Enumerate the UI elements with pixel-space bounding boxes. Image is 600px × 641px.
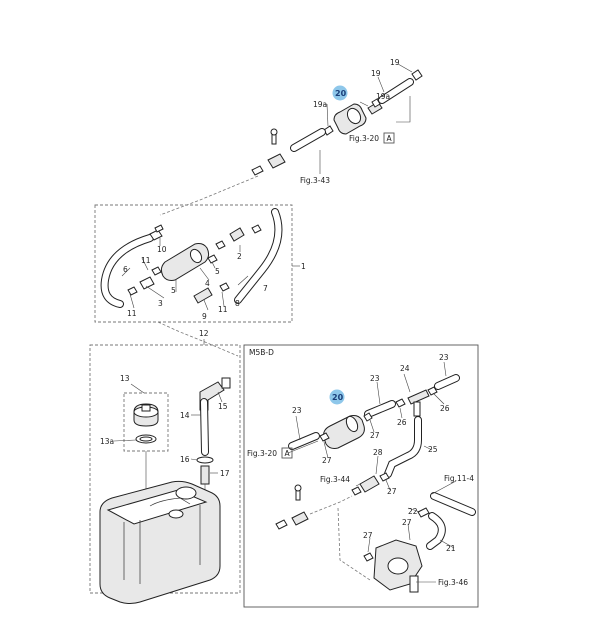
ref-fig-3-20-top: Fig.3-20 [349, 134, 379, 143]
label-27-right: 27 [387, 487, 397, 496]
label-23-right: 23 [439, 353, 449, 362]
label-19a-left: 19a [313, 100, 327, 109]
label-19-top: 19 [390, 58, 400, 67]
label-23-mid: 23 [370, 374, 380, 383]
label-27-lower: 27 [402, 518, 412, 527]
label-28: 28 [373, 448, 383, 457]
label-19-mid: 19 [371, 69, 381, 78]
marker-a-top-box [383, 132, 395, 144]
primer-pump-box [94, 204, 293, 323]
top-labels: 19 19 19a 19a 20 Fig.3-20 A Fig.3-43 [300, 58, 400, 185]
ref-fig-3-46: Fig.3-46 [438, 578, 468, 587]
label-15: 15 [218, 402, 228, 411]
ref-fig-11-4: Fig.11-4 [444, 474, 474, 483]
label-8: 8 [235, 299, 240, 308]
highlight-20-mid [329, 389, 345, 405]
label-4: 4 [205, 279, 210, 288]
label-21: 21 [446, 544, 456, 553]
label-13: 13 [120, 374, 130, 383]
label-19a-right: 19a [376, 92, 390, 101]
label-22: 22 [408, 507, 418, 516]
ref-fig-3-20-mid: Fig.3-20 [247, 449, 277, 458]
label-27-upper: 27 [370, 431, 380, 440]
label-27-bottom: 27 [363, 531, 373, 540]
label-12: 12 [199, 329, 209, 338]
variant-box [243, 344, 479, 608]
label-5-right: 5 [215, 267, 220, 276]
label-11-a: 11 [141, 256, 151, 265]
label-5-left: 5 [171, 286, 176, 295]
primer-pump-labels: 10 11 6 5 4 2 5 3 11 11 8 9 7 1 [123, 245, 306, 321]
label-10: 10 [157, 245, 167, 254]
label-17: 17 [220, 469, 230, 478]
label-1: 1 [301, 262, 306, 271]
label-11-b: 11 [127, 309, 137, 318]
marker-a-mid-box [281, 447, 293, 459]
label-14: 14 [180, 411, 190, 420]
label-13a: 13a [100, 437, 114, 446]
label-26-left: 26 [397, 418, 407, 427]
top-filter-assembly [159, 63, 423, 216]
label-26-right: 26 [440, 404, 450, 413]
marker-a-mid: A [285, 449, 291, 458]
variant-labels: 23 24 23 26 26 20 27 23 Fig.3-20 A 27 25… [247, 353, 474, 587]
variant-parts [275, 361, 476, 593]
label-23-left: 23 [292, 406, 302, 415]
highlight-20-top [332, 85, 348, 101]
label-16: 16 [180, 455, 190, 464]
label-25: 25 [428, 445, 438, 454]
label-24: 24 [400, 364, 410, 373]
label-6: 6 [123, 265, 128, 274]
label-20-mid: 20 [332, 393, 344, 402]
label-7: 7 [263, 284, 268, 293]
label-3: 3 [158, 299, 163, 308]
fuel-tank-parts: 13 13a 15 14 16 17 [99, 374, 231, 604]
label-2: 2 [237, 252, 242, 261]
primer-pump-parts [100, 208, 300, 357]
label-27-left: 27 [322, 456, 332, 465]
label-20-top: 20 [335, 89, 347, 98]
marker-a-top: A [387, 134, 393, 143]
label-11-c: 11 [218, 305, 228, 314]
ref-fig-3-44: Fig.3-44 [320, 475, 350, 484]
label-9: 9 [202, 312, 207, 321]
cap-sub-box [123, 392, 169, 452]
variant-label: M5B-D [249, 348, 274, 357]
ref-fig-3-43: Fig.3-43 [300, 176, 330, 185]
